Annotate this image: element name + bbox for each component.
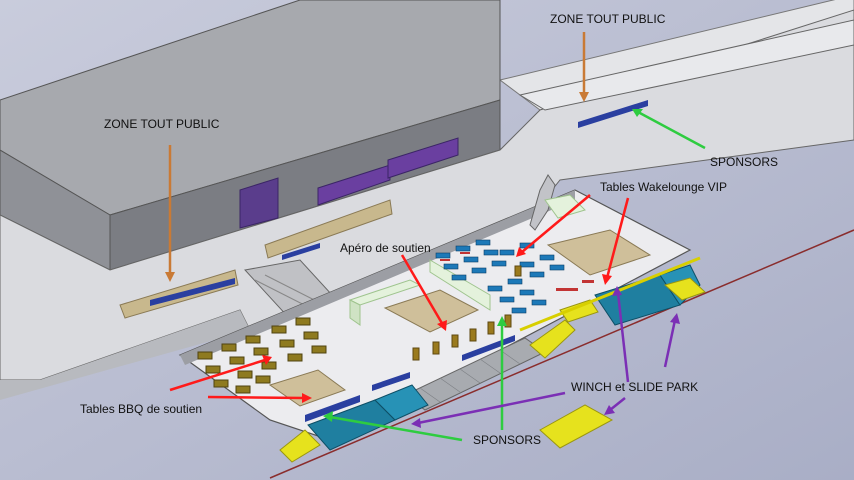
label-tables-vip: Tables Wakelounge VIP [600,180,727,194]
arrowheads [165,92,680,428]
label-apero: Apéro de soutien [340,241,431,255]
annotation-arrows [168,32,706,442]
label-zone-public-left: ZONE TOUT PUBLIC [104,117,220,131]
label-sponsors-right: SPONSORS [710,155,779,169]
apero-barrels [412,265,522,361]
label-winch-slide: WINCH et SLIDE PARK [571,380,699,394]
label-zone-public-top: ZONE TOUT PUBLIC [550,12,666,26]
label-sponsors-bottom: SPONSORS [473,433,542,447]
label-tables-bbq: Tables BBQ de soutien [80,402,203,416]
bbq-tables [197,317,327,394]
